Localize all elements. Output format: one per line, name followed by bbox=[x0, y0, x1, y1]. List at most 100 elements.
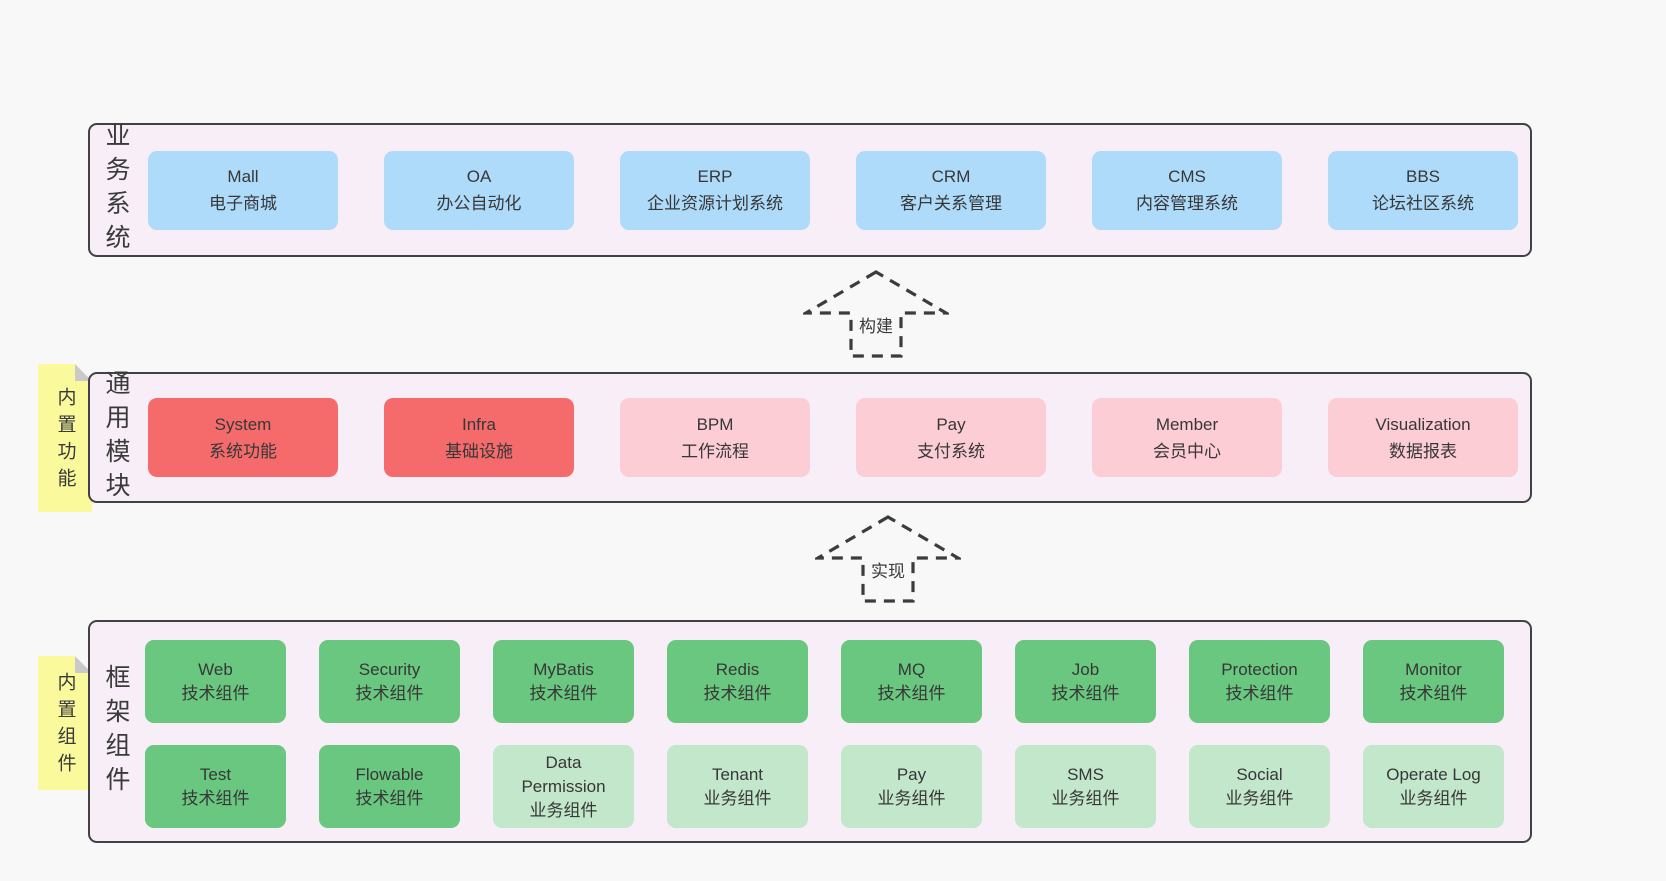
box-title: Pay bbox=[896, 764, 927, 784]
box-subtitle: 技术组件 bbox=[1051, 683, 1120, 703]
box-redis: Redis 技术组件 bbox=[667, 640, 808, 723]
sticky-note-label: 内置组件 bbox=[54, 672, 76, 780]
box-system: System 系统功能 bbox=[148, 398, 338, 477]
dashed-up-arrow-icon bbox=[815, 515, 961, 603]
sticky-note-built-in-features: 内置功能 bbox=[38, 364, 92, 512]
box-subtitle: 技术组件 bbox=[355, 788, 424, 808]
band-framework-components-label: 框架组件 bbox=[102, 663, 130, 800]
box-title: ERP bbox=[697, 167, 733, 186]
box-title: MyBatis bbox=[533, 659, 594, 679]
box-title: Visualization bbox=[1375, 414, 1471, 434]
box-subtitle: 业务组件 bbox=[877, 788, 946, 808]
box-mall: Mall 电子商城 bbox=[148, 150, 338, 230]
box-title: Member bbox=[1155, 414, 1219, 434]
box-test: Test 技术组件 bbox=[145, 745, 286, 828]
band-business-systems-label: 业务系统 bbox=[102, 122, 130, 258]
box-title: Data Permission bbox=[521, 752, 606, 796]
box-job: Job 技术组件 bbox=[1015, 640, 1156, 723]
box-subtitle: 技术组件 bbox=[1225, 683, 1294, 703]
box-title: SMS bbox=[1067, 764, 1104, 784]
box-subtitle: 业务组件 bbox=[529, 800, 598, 820]
box-subtitle: 技术组件 bbox=[181, 683, 250, 703]
box-subtitle: 业务组件 bbox=[703, 788, 772, 808]
box-sms: SMS 业务组件 bbox=[1015, 745, 1156, 828]
band-common-modules-label: 通用模块 bbox=[102, 369, 130, 506]
box-title: MQ bbox=[897, 659, 926, 679]
band-business-systems: 业务系统 Mall 电子商城 OA 办公自动化 ERP 企业资源计划系统 CRM 客户关系管理… bbox=[88, 122, 1532, 258]
box-subtitle: 客户关系管理 bbox=[900, 194, 1002, 213]
box-title: Mall bbox=[227, 167, 259, 186]
box-title: Social bbox=[1236, 764, 1283, 784]
dashed-up-arrow-icon bbox=[803, 270, 949, 358]
box-title: System bbox=[214, 414, 272, 434]
box-title: BPM bbox=[696, 414, 734, 434]
build-arrow-label: 构建 bbox=[856, 311, 896, 338]
box-subtitle: 业务组件 bbox=[1225, 788, 1294, 808]
box-tenant: Tenant 业务组件 bbox=[667, 745, 808, 828]
box-title: Test bbox=[199, 764, 232, 784]
box-subtitle: 数据报表 bbox=[1389, 441, 1457, 461]
box-subtitle: 支付系统 bbox=[917, 441, 985, 461]
box-protection: Protection 技术组件 bbox=[1189, 640, 1330, 723]
box-subtitle: 系统功能 bbox=[209, 441, 277, 461]
box-cms: CMS 内容管理系统 bbox=[1092, 150, 1282, 230]
box-erp: ERP 企业资源计划系统 bbox=[620, 150, 810, 230]
box-title: BBS bbox=[1405, 167, 1441, 186]
box-subtitle: 论坛社区系统 bbox=[1372, 194, 1474, 213]
box-title: Pay bbox=[936, 414, 966, 434]
box-title: Infra bbox=[461, 414, 497, 434]
box-social: Social 业务组件 bbox=[1189, 745, 1330, 828]
box-title: Security bbox=[358, 659, 421, 679]
box-oa: OA 办公自动化 bbox=[384, 150, 574, 230]
box-security: Security 技术组件 bbox=[319, 640, 460, 723]
box-monitor: Monitor 技术组件 bbox=[1363, 640, 1504, 723]
box-title: Redis bbox=[715, 659, 760, 679]
box-subtitle: 工作流程 bbox=[681, 441, 749, 461]
box-title: OA bbox=[466, 167, 492, 186]
box-crm: CRM 客户关系管理 bbox=[856, 150, 1046, 230]
build-arrow: 构建 bbox=[803, 270, 949, 358]
implement-arrow: 实现 bbox=[815, 515, 961, 603]
box-subtitle: 内容管理系统 bbox=[1136, 194, 1238, 213]
box-title: Web bbox=[198, 659, 233, 679]
box-subtitle: 技术组件 bbox=[703, 683, 772, 703]
box-web: Web 技术组件 bbox=[145, 640, 286, 723]
box-title: CMS bbox=[1168, 167, 1206, 186]
box-title: CRM bbox=[931, 167, 971, 186]
box-subtitle: 业务组件 bbox=[1051, 788, 1120, 808]
box-subtitle: 办公自动化 bbox=[436, 194, 522, 213]
box-subtitle: 技术组件 bbox=[877, 683, 946, 703]
box-title: Operate Log bbox=[1386, 764, 1481, 784]
box-pay: Pay 支付系统 bbox=[856, 398, 1046, 477]
box-subtitle: 技术组件 bbox=[529, 683, 598, 703]
box-subtitle: 会员中心 bbox=[1153, 441, 1221, 461]
box-member: Member 会员中心 bbox=[1092, 398, 1282, 477]
box-bbs: BBS 论坛社区系统 bbox=[1328, 150, 1518, 230]
box-subtitle: 技术组件 bbox=[1399, 683, 1468, 703]
box-visualization: Visualization 数据报表 bbox=[1328, 398, 1518, 477]
box-mq: MQ 技术组件 bbox=[841, 640, 982, 723]
box-subtitle: 技术组件 bbox=[181, 788, 250, 808]
sticky-note-label: 内置功能 bbox=[54, 387, 76, 495]
box-title: Flowable bbox=[355, 764, 424, 784]
box-mybatis: MyBatis 技术组件 bbox=[493, 640, 634, 723]
box-title: Job bbox=[1071, 659, 1100, 679]
box-title: Protection bbox=[1221, 659, 1298, 679]
box-title: Monitor bbox=[1405, 659, 1462, 679]
box-subtitle: 企业资源计划系统 bbox=[647, 194, 783, 213]
box-subtitle: 业务组件 bbox=[1399, 788, 1468, 808]
business-systems-boxes: Mall 电子商城 OA 办公自动化 ERP 企业资源计划系统 CRM 客户关系管理 CMS 内容… bbox=[148, 125, 1518, 255]
box-flowable: Flowable 技术组件 bbox=[319, 745, 460, 828]
box-subtitle: 电子商城 bbox=[209, 194, 277, 213]
implement-arrow-label: 实现 bbox=[868, 556, 908, 583]
box-subtitle: 技术组件 bbox=[355, 683, 424, 703]
box-pay: Pay 业务组件 bbox=[841, 745, 982, 828]
box-title: Tenant bbox=[711, 764, 764, 784]
